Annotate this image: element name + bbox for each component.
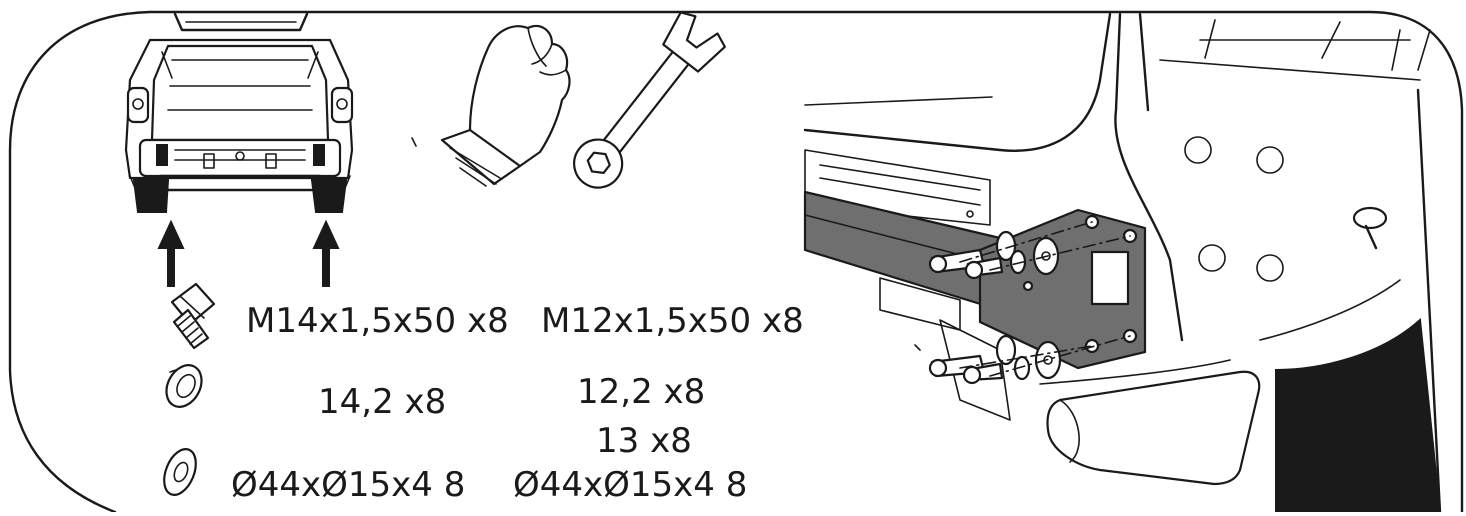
spring-washer-icon — [165, 364, 203, 408]
frame-border — [8, 10, 1464, 514]
bolt-icon — [170, 282, 216, 350]
spring-washer-12-label: 12,2 x8 — [577, 372, 706, 412]
towbar-assembly-illustration — [803, 12, 1442, 514]
flat-washer-right-label: Ø44xØ15x4 8 — [513, 465, 748, 505]
spring-washer-14-label: 14,2 x8 — [318, 382, 447, 422]
arrow-right-icon — [312, 219, 340, 287]
glove-icon — [411, 24, 571, 187]
bolt-m14-label: M14x1,5x50 x8 — [246, 301, 509, 341]
car-rear-icon — [124, 12, 354, 213]
flat-washer-left-label: Ø44xØ15x4 8 — [231, 465, 466, 505]
wrench-icon — [573, 11, 726, 189]
flat-washer-icon — [163, 448, 197, 496]
arrow-left-icon — [157, 219, 185, 287]
nut-13-label: 13 x8 — [596, 421, 692, 461]
bolt-m12-label: M12x1,5x50 x8 — [541, 301, 804, 341]
